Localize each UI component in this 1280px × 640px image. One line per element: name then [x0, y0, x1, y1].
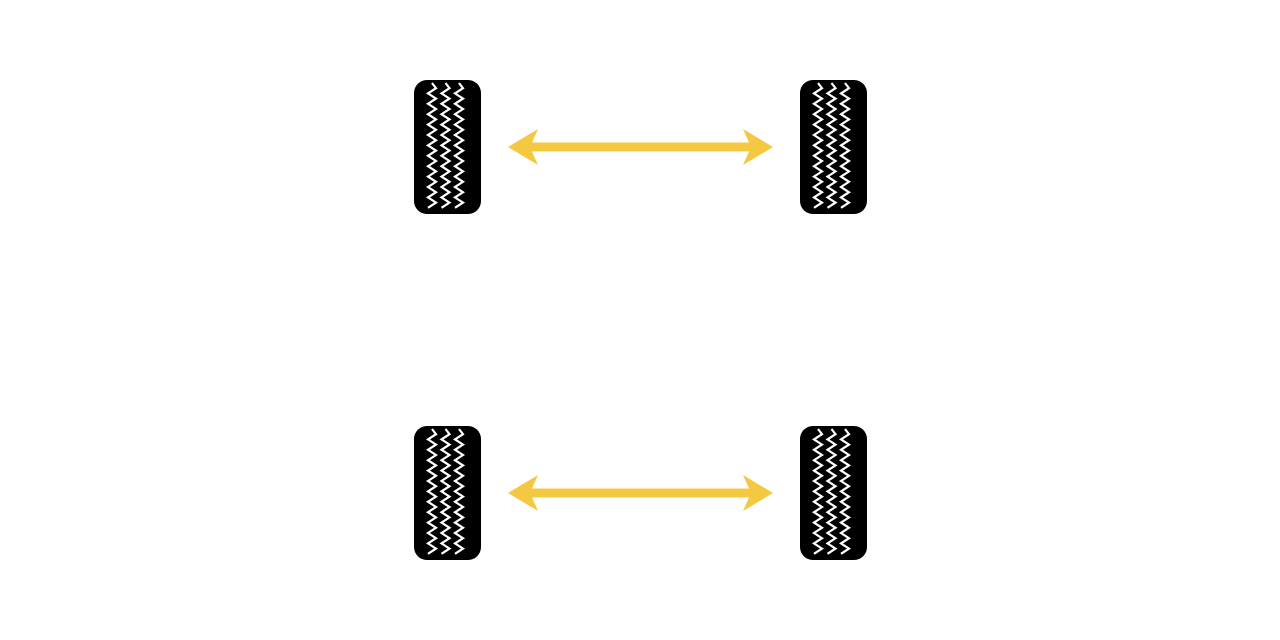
rear-axle — [414, 426, 867, 560]
tread-groove — [811, 82, 825, 209]
arrow-shape — [508, 475, 773, 511]
tread-groove — [825, 82, 838, 209]
axles-layer — [414, 80, 867, 560]
tire-icon — [800, 426, 867, 560]
tread-groove — [838, 428, 852, 555]
front-axle — [414, 80, 867, 214]
double-headed-arrow-icon — [508, 129, 773, 165]
tread-groove — [452, 428, 466, 555]
tire-icon — [414, 80, 481, 214]
tire-icon — [800, 80, 867, 214]
tread-groove — [825, 428, 838, 555]
tread-groove — [811, 428, 825, 555]
tread-groove — [439, 428, 452, 555]
tread-groove — [439, 82, 452, 209]
tread-groove — [425, 82, 439, 209]
arrow-shape — [508, 129, 773, 165]
tread-groove — [452, 82, 466, 209]
double-headed-arrow-icon — [508, 475, 773, 511]
tread-groove — [425, 428, 439, 555]
tire-icon — [414, 426, 481, 560]
tread-groove — [838, 82, 852, 209]
